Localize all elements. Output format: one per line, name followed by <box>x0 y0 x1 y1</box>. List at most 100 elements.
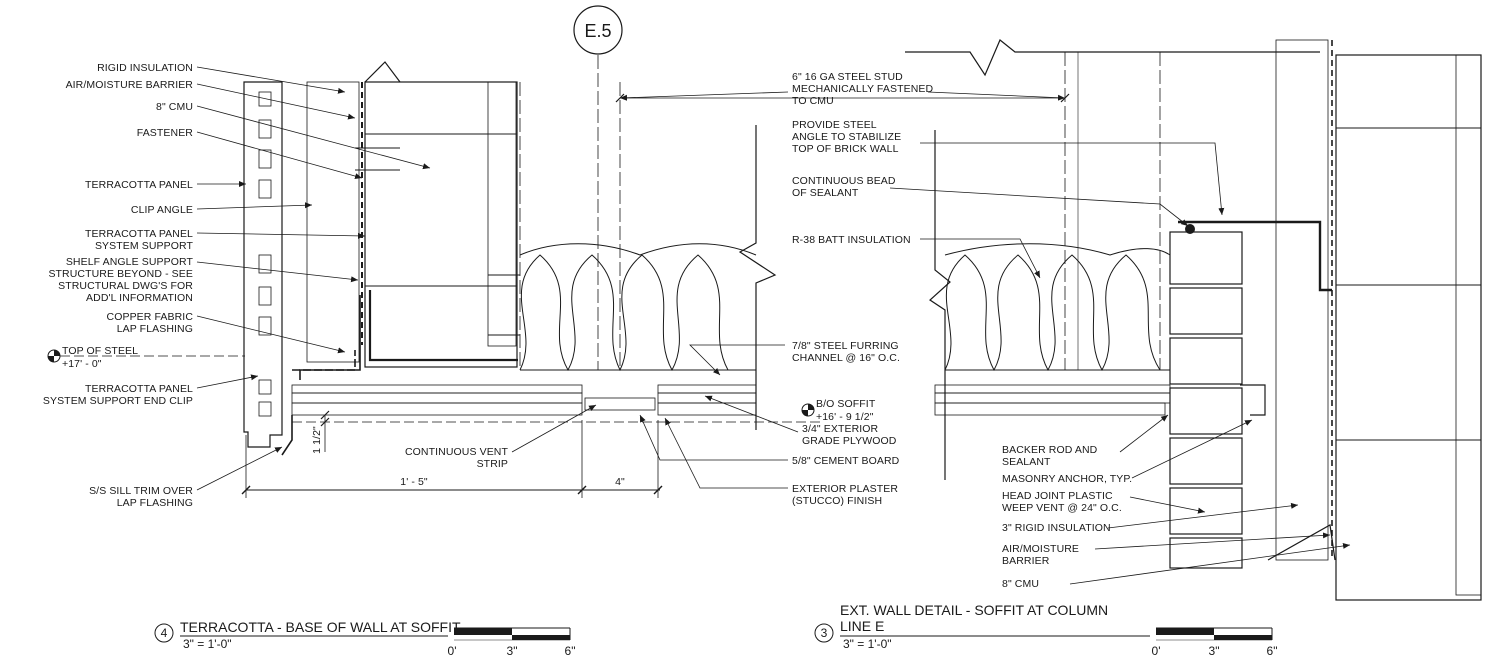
leader-line <box>664 417 788 489</box>
scale-bar-left: 0' 3" 6" <box>448 627 576 658</box>
batt-insulation-right <box>944 254 1161 372</box>
annotation-text: MECHANICALLY FASTENED <box>792 83 933 95</box>
annotation-text: RIGID INSULATION <box>97 62 193 74</box>
annotation-text: 7/8" STEEL FURRING <box>792 340 899 352</box>
right-labels-5: 8" CMU <box>1002 578 1039 590</box>
title-right-line-2: LINE E <box>840 618 884 634</box>
leader-line <box>1069 542 1351 585</box>
annotation-text: 8" CMU <box>156 101 193 113</box>
annotation-text: STRUCTURAL DWG'S FOR <box>58 280 193 292</box>
annotation-text: HEAD JOINT PLASTIC <box>1002 490 1113 502</box>
annotation-text: 5/8" CEMENT BOARD <box>792 455 900 467</box>
annotation-text: EXTERIOR PLASTER <box>792 483 898 495</box>
scale-bar-right: 0' 3" 6" <box>1152 627 1278 658</box>
leader-line <box>196 261 359 283</box>
leader-line <box>920 142 1225 216</box>
annotation-text: BARRIER <box>1002 555 1050 567</box>
leader-line <box>1131 419 1253 479</box>
annotation-text: FASTENER <box>137 127 194 139</box>
annotation-text: 6" 16 GA STEEL STUD <box>792 71 903 83</box>
bo-soffit-value: +16' - 9 1/2" <box>816 411 874 423</box>
leader-line <box>920 238 1041 279</box>
terracotta-panel <box>243 81 283 448</box>
grid-bubble-label: E.5 <box>584 21 611 41</box>
top-of-steel-value: +17' - 0" <box>62 358 102 370</box>
annotation-text: SYSTEM SUPPORT <box>95 240 194 252</box>
right-detail <box>905 39 1482 601</box>
cmu-right <box>1335 54 1482 601</box>
title-block-right: 3 EXT. WALL DETAIL - SOFFIT AT COLUMN LI… <box>814 602 1278 658</box>
annotation-text: ANGLE TO STABILIZE <box>792 131 901 143</box>
leader-line <box>689 344 785 376</box>
batt-insulation-left <box>519 254 729 372</box>
annotation-text: R-38 BATT INSULATION <box>792 234 911 246</box>
title-right-number: 3 <box>821 626 828 640</box>
leader-line <box>619 91 789 101</box>
scale-left-0: 0' <box>448 644 457 658</box>
annotation-text: LAP FLASHING <box>117 497 193 509</box>
center-labels-6: 5/8" CEMENT BOARD <box>792 455 900 467</box>
leader-line <box>1129 496 1206 514</box>
leader-line <box>196 66 346 94</box>
annotation-text: CHANNEL @ 16" O.C. <box>792 352 900 364</box>
leader-line <box>196 105 431 170</box>
annotation-text: AIR/MOISTURE BARRIER <box>66 79 194 91</box>
title-right-scale: 3" = 1'-0" <box>843 637 892 651</box>
annotation-labels: RIGID INSULATION AIR/MOISTURE BARRIER 8" C… <box>43 62 1132 590</box>
annotation-text: SYSTEM SUPPORT END CLIP <box>43 395 193 407</box>
grid-bubble: E.5 <box>573 5 623 55</box>
annotation-text: PROVIDE STEEL <box>792 119 877 131</box>
annotation-text: AIR/MOISTURE <box>1002 543 1079 555</box>
left-detail <box>243 55 820 456</box>
dim-span-b: 4" <box>615 476 625 488</box>
leader-line <box>511 404 597 453</box>
left-labels-4: TERRACOTTA PANEL <box>85 179 193 191</box>
rigid-insulation-left <box>306 81 360 363</box>
right-labels-1: MASONRY ANCHOR, TYP. <box>1002 473 1132 485</box>
annotation-text: CLIP ANGLE <box>131 204 193 216</box>
dim-small: 1 1/2" <box>311 426 323 454</box>
annotation-text: SEALANT <box>1002 456 1051 468</box>
annotation-text: WEEP VENT @ 24" O.C. <box>1002 502 1122 514</box>
leader-line <box>196 232 366 239</box>
stud-dimension <box>615 93 1070 103</box>
scale-right-3: 3" <box>1209 644 1220 658</box>
left-labels-1: AIR/MOISTURE BARRIER <box>66 79 194 91</box>
leader-lines <box>196 66 1351 585</box>
scale-left-3: 3" <box>507 644 518 658</box>
annotation-text: STRUCTURE BEYOND - SEE <box>48 268 193 280</box>
dimension-lines: 1' - 5" 4" 1 1/2" <box>241 410 663 498</box>
leader-line <box>704 395 799 433</box>
leader-line <box>1119 414 1169 453</box>
title-left-number: 4 <box>161 626 168 640</box>
left-labels-3: FASTENER <box>137 127 194 139</box>
leader-line <box>927 91 1066 101</box>
brick-wall <box>1169 231 1243 569</box>
left-labels-5: CLIP ANGLE <box>131 204 193 216</box>
leader-line <box>1094 532 1331 550</box>
annotation-text: CONTINUOUS BEAD <box>792 175 896 187</box>
elevation-tag-top-of-steel: TOP OF STEEL +17' - 0" <box>47 345 245 370</box>
annotation-text: 3/4" EXTERIOR <box>802 423 879 435</box>
annotation-text: COPPER FABRIC <box>107 311 194 323</box>
leader-line <box>196 202 313 210</box>
annotation-text: MASONRY ANCHOR, TYP. <box>1002 473 1132 485</box>
scale-left-6: 6" <box>565 644 576 658</box>
dim-span-a: 1' - 5" <box>400 476 428 488</box>
annotation-text: TO CMU <box>792 95 834 107</box>
title-left-scale: 3" = 1'-0" <box>183 637 232 651</box>
leader-line <box>889 187 1189 227</box>
annotation-text: CONTINUOUS VENT <box>405 446 508 458</box>
annotation-text: TOP OF BRICK WALL <box>792 143 899 155</box>
annotation-text: S/S SILL TRIM OVER <box>89 485 193 497</box>
scale-right-6: 6" <box>1267 644 1278 658</box>
terracotta-voids <box>258 91 272 417</box>
